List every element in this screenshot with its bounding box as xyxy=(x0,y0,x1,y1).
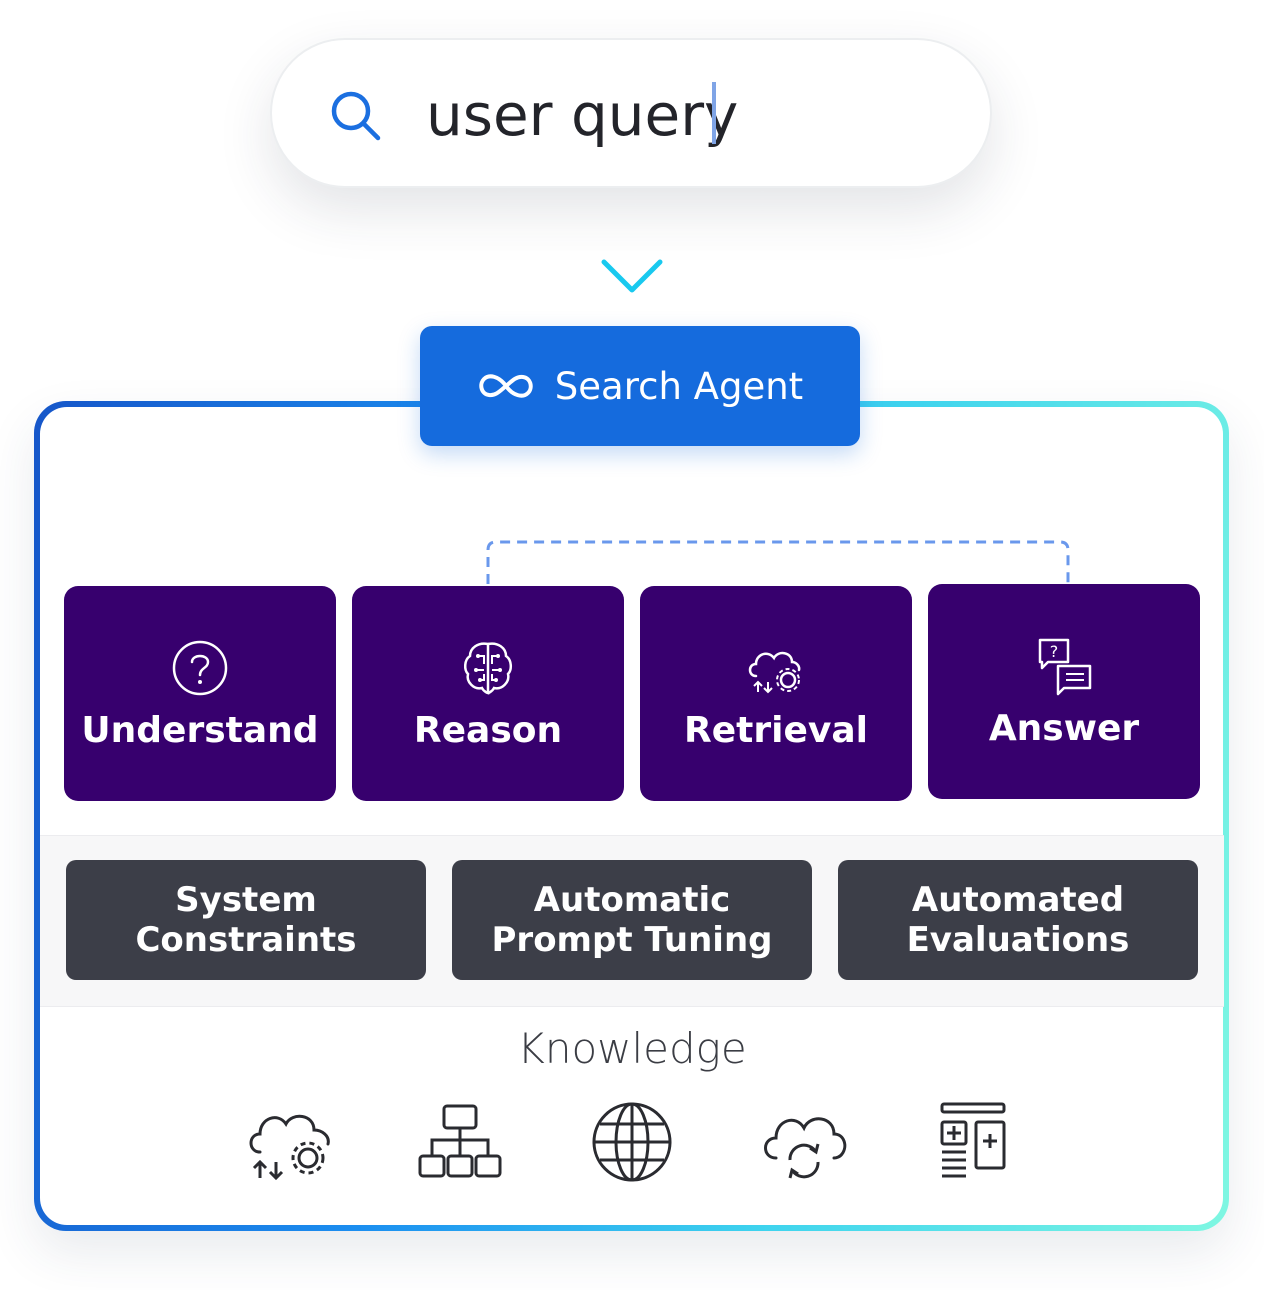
tool-label-line2: Constraints xyxy=(135,920,357,960)
question-circle-icon xyxy=(172,640,228,696)
search-bar[interactable]: user query xyxy=(270,38,992,188)
tool-label-line2: Prompt Tuning xyxy=(491,920,773,960)
stage-label: Reason xyxy=(413,710,563,751)
down-arrow-icon xyxy=(601,192,663,293)
search-agent-label: Search Agent xyxy=(554,364,804,408)
text-caret xyxy=(712,82,716,144)
tool-label-line1: Automated xyxy=(911,880,1125,920)
cloud-sync-icon xyxy=(764,1117,847,1179)
search-query-text[interactable]: user query xyxy=(426,81,739,149)
chat-bubbles-icon: ? xyxy=(1038,638,1092,696)
globe-icon xyxy=(592,1102,672,1182)
tool-label-line2: Evaluations xyxy=(906,920,1130,960)
brain-circuit-icon xyxy=(464,642,512,695)
cloud-gear-icon xyxy=(748,651,801,694)
stage-label: Understand xyxy=(81,710,319,751)
knowledge-title: Knowledge xyxy=(517,1024,747,1073)
stage-understand[interactable]: Understand xyxy=(64,586,336,801)
stage-reason[interactable]: Reason xyxy=(352,586,624,801)
cloud-gear-icon xyxy=(249,1114,330,1181)
search-icon xyxy=(331,91,381,141)
search-agent-button[interactable]: Search Agent xyxy=(420,326,860,446)
tool-label-line1: System xyxy=(175,880,317,920)
agent-container xyxy=(34,401,1229,1231)
stage-label: Answer xyxy=(988,708,1140,749)
infinity-icon xyxy=(479,374,533,398)
stage-label: Retrieval xyxy=(684,710,868,751)
tool-label-line1: Automatic xyxy=(533,880,731,920)
stage-answer[interactable]: ? Answer xyxy=(928,584,1200,799)
stage-retrieval[interactable]: Retrieval xyxy=(640,586,912,801)
document-add-icon xyxy=(940,1102,1006,1178)
hierarchy-icon xyxy=(418,1104,502,1178)
reason-answer-connector xyxy=(486,540,1070,584)
svg-text:?: ? xyxy=(1050,642,1059,661)
